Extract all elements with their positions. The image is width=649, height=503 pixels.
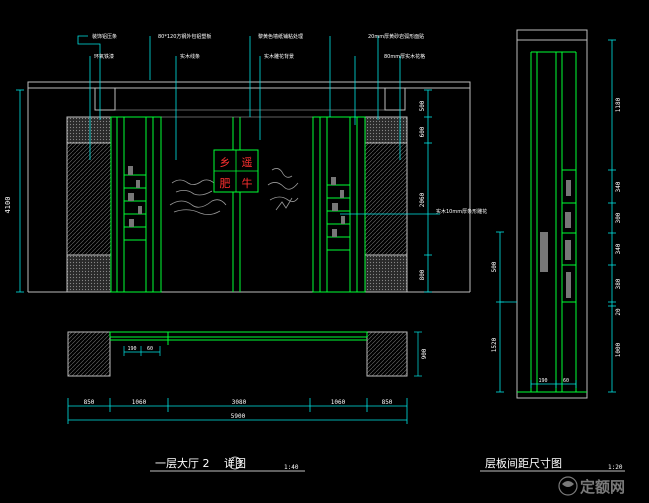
left-cabinet-mid-panel: [66, 142, 112, 256]
watermark-logo-icon: [558, 476, 578, 496]
bottom-dim-3: 3080: [232, 399, 247, 406]
ceiling-line: [27, 81, 471, 89]
shelf-dim-7: 1000: [615, 342, 622, 357]
sign-char-1: 乡: [220, 156, 231, 169]
sign-char-3: 肥: [220, 177, 231, 190]
left-height-value: 4100: [4, 197, 12, 214]
bottom-dim-labels: 850 1060 3080 1060 850 5900: [84, 399, 393, 420]
plan-dim-1: 190: [127, 346, 136, 352]
title-circle: [228, 456, 242, 470]
shelf-ornaments: [128, 166, 345, 237]
right-dim-4: 800: [419, 269, 426, 280]
right-dimension-chain: [424, 89, 432, 293]
callout-5: 环氧铁漆: [94, 53, 114, 60]
left-height-dimension: [16, 89, 24, 293]
shelf-dim-1: 1180: [615, 97, 622, 112]
watermark-text: 定额网: [580, 478, 625, 496]
callout-6: 实木线条: [180, 53, 200, 60]
elevation-drawing: 乡 遥 肥 牛 装饰铝压条 80*120方钢外包铝塑板 黎黄色墙纸铺粘处理 20…: [4, 33, 487, 293]
sign-board: 乡 遥 肥 牛: [213, 149, 259, 193]
right-cabinet-top-panel: [364, 116, 408, 144]
plan-cabinet-outline: [109, 331, 368, 345]
plan-right-wall-block: [366, 331, 408, 377]
left-shelf-unit: [110, 116, 162, 293]
ceiling-drop-right: [384, 88, 406, 111]
callout-leaders: [77, 35, 401, 160]
bottom-dim-4: 1060: [331, 399, 346, 406]
callout-2: 80*120方钢外包铝塑板: [158, 33, 211, 40]
shelf-title: 层板间距尺寸图: [485, 456, 562, 470]
shelf-dim-6: 20: [615, 308, 622, 316]
right-cabinet-bottom-panel: [364, 254, 408, 293]
ceiling-drop-left: [94, 88, 116, 111]
elevation-title: 一层大厅 2: [155, 456, 210, 470]
bottom-dim-2: 1060: [132, 399, 147, 406]
callout-4: 20mm厚黄砂岩弧形面贴: [368, 33, 424, 40]
bottom-dim-5: 850: [382, 399, 393, 406]
watermark: 定额网: [558, 476, 625, 496]
sign-char-4: 牛: [242, 176, 253, 190]
shelf-left-dim-2: 1520: [491, 337, 498, 352]
plan-dim-2: 60: [147, 346, 153, 352]
callout-1: 装饰铝压条: [92, 33, 117, 40]
shelf-top-cap: [516, 29, 588, 41]
shelf-bottom-dims: [530, 380, 577, 388]
bottom-dim-1: 850: [84, 399, 95, 406]
left-cabinet-top-panel: [66, 116, 112, 144]
shelf-bottom-dim-1: 190: [538, 378, 547, 384]
mid-note: 实木10mm厚条形雕花: [436, 208, 487, 215]
shelf-outer-wall: [516, 39, 588, 399]
total-dim: 5900: [231, 413, 246, 420]
callout-7: 实木雕花背景: [264, 53, 294, 60]
right-cabinet-mid-panel: [364, 142, 408, 256]
center-background-frame: [161, 116, 313, 292]
shelf-left-dims: [496, 231, 517, 393]
plan-left-wall-block: [67, 331, 111, 377]
shelf-dim-3: 300: [615, 212, 622, 223]
elevation-scale: 1:40: [284, 464, 299, 471]
carved-landscape-art: [169, 168, 299, 215]
shelf-right-dim-labels: 1180 340 300 340 380 20 1000: [615, 97, 622, 357]
shelf-scale: 1:20: [608, 464, 623, 471]
shelf-bottom-dim-2: 60: [563, 378, 569, 384]
left-cabinet-bottom-panel: [66, 254, 112, 293]
right-dim-1: 500: [419, 100, 426, 111]
plan-view: 190 60 900 850 1060 3080 1060 850 5900: [67, 331, 428, 472]
right-dim-3: 2060: [419, 192, 426, 207]
plan-depth-dim: [414, 331, 422, 377]
right-dimension-labels: 500 600 2060 800: [419, 100, 426, 280]
elevation-title-suffix: 详图: [224, 456, 246, 470]
right-shelf-unit: [312, 116, 366, 293]
shelf-dim-2: 340: [615, 181, 622, 192]
plan-depth-value: 900: [421, 348, 428, 359]
plan-small-dims: [123, 346, 161, 356]
shelf-detail: 1180 340 300 340 380 20 1000 500 1520 19…: [480, 29, 625, 472]
bottom-dimension-chain: [67, 398, 408, 424]
shelf-ornaments-detail: [540, 180, 571, 298]
right-dim-2: 600: [419, 126, 426, 137]
shelf-dim-4: 340: [615, 243, 622, 254]
shelf-inner-frame: [517, 51, 587, 393]
sign-char-2: 遥: [242, 156, 253, 169]
callout-labels: 装饰铝压条 80*120方钢外包铝塑板 黎黄色墙纸铺粘处理 20mm厚黄砂岩弧形…: [92, 33, 425, 60]
callout-8: 80mm厚实木花格: [384, 53, 425, 60]
shelf-right-dims: [608, 39, 616, 393]
shelf-left-dim-1: 500: [491, 261, 498, 272]
watermark-logo-mark: [562, 481, 574, 487]
callout-3: 黎黄色墙纸铺粘处理: [258, 33, 303, 40]
shelf-dim-5: 380: [615, 278, 622, 289]
